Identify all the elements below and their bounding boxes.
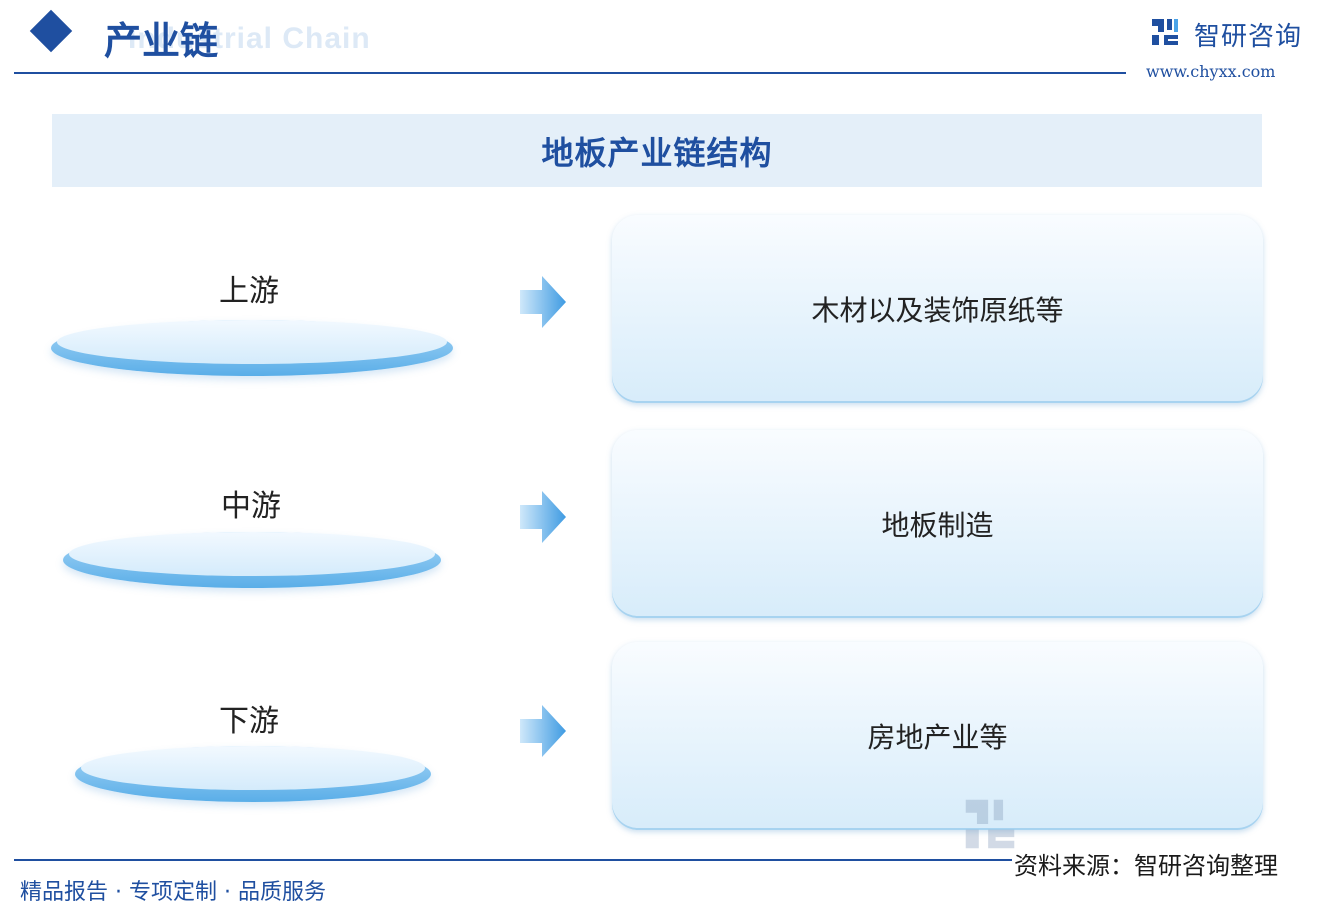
chyxx-logo-icon: [1152, 19, 1178, 45]
watermark-logo-icon: [965, 799, 1015, 849]
stage-box-midstream: 地板制造: [612, 430, 1263, 618]
stage-box-downstream: 房地产业等: [612, 642, 1263, 830]
stage-disk-midstream: [63, 532, 441, 588]
footer-tagline: 精品报告 · 专项定制 · 品质服务: [20, 880, 326, 905]
arrow-right-icon: [520, 705, 566, 757]
arrow-right-icon: [520, 491, 566, 543]
stage-label-upstream: 上游: [219, 274, 279, 309]
diagram-title: 地板产业链结构: [541, 133, 773, 172]
logo-brand-name: 智研咨询: [1194, 22, 1303, 52]
stage-content-downstream: 房地产业等: [867, 721, 1008, 754]
header-divider: [14, 72, 1126, 74]
stage-box-upstream: 木材以及装饰原纸等: [612, 215, 1263, 403]
logo-website-url: www.chyxx.com: [1146, 62, 1276, 81]
stage-content-upstream: 木材以及装饰原纸等: [811, 294, 1064, 327]
stage-disk-upstream: [51, 320, 453, 376]
arrow-right-icon: [520, 276, 566, 328]
header-title: 产业链: [104, 18, 219, 63]
footer-divider: [14, 859, 1012, 861]
stage-disk-downstream: [75, 746, 431, 802]
footer-source: 资料来源：智研咨询整理: [1014, 852, 1278, 880]
header-diamond-icon: [29, 9, 73, 53]
stage-label-midstream: 中游: [221, 489, 281, 524]
diagram-title-banner: 地板产业链结构: [52, 114, 1262, 187]
header-subtitle-en: Industrial Chain: [128, 22, 371, 55]
stage-content-midstream: 地板制造: [881, 509, 994, 542]
stage-label-downstream: 下游: [219, 704, 279, 739]
